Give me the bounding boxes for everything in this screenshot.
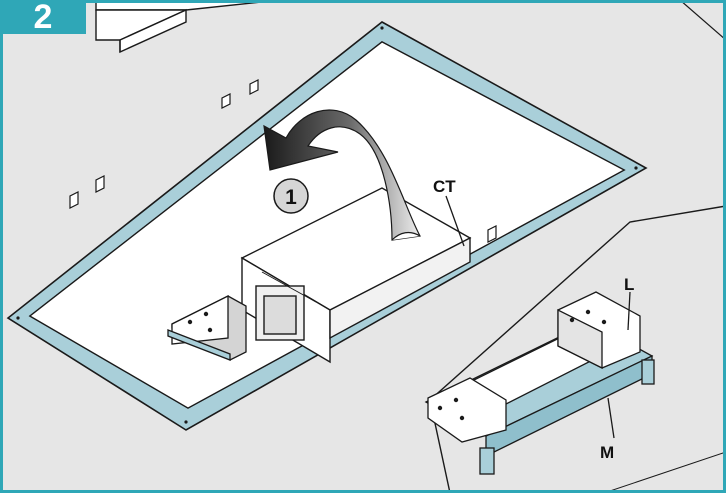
label-m: M [600,443,614,462]
ceiling-edge-top [679,0,726,41]
leader-lines [445,195,631,439]
bracket-assembly [424,291,655,475]
step-number-badge: 2 [0,0,86,34]
label-ct: CT [433,177,456,196]
step-callout-number: 1 [285,186,297,209]
box-bracket [167,294,247,361]
label-l: L [624,275,634,294]
curved-rotation-arrow-icon [263,109,421,241]
step-callout: 1 [273,178,309,214]
control-box [240,187,472,364]
